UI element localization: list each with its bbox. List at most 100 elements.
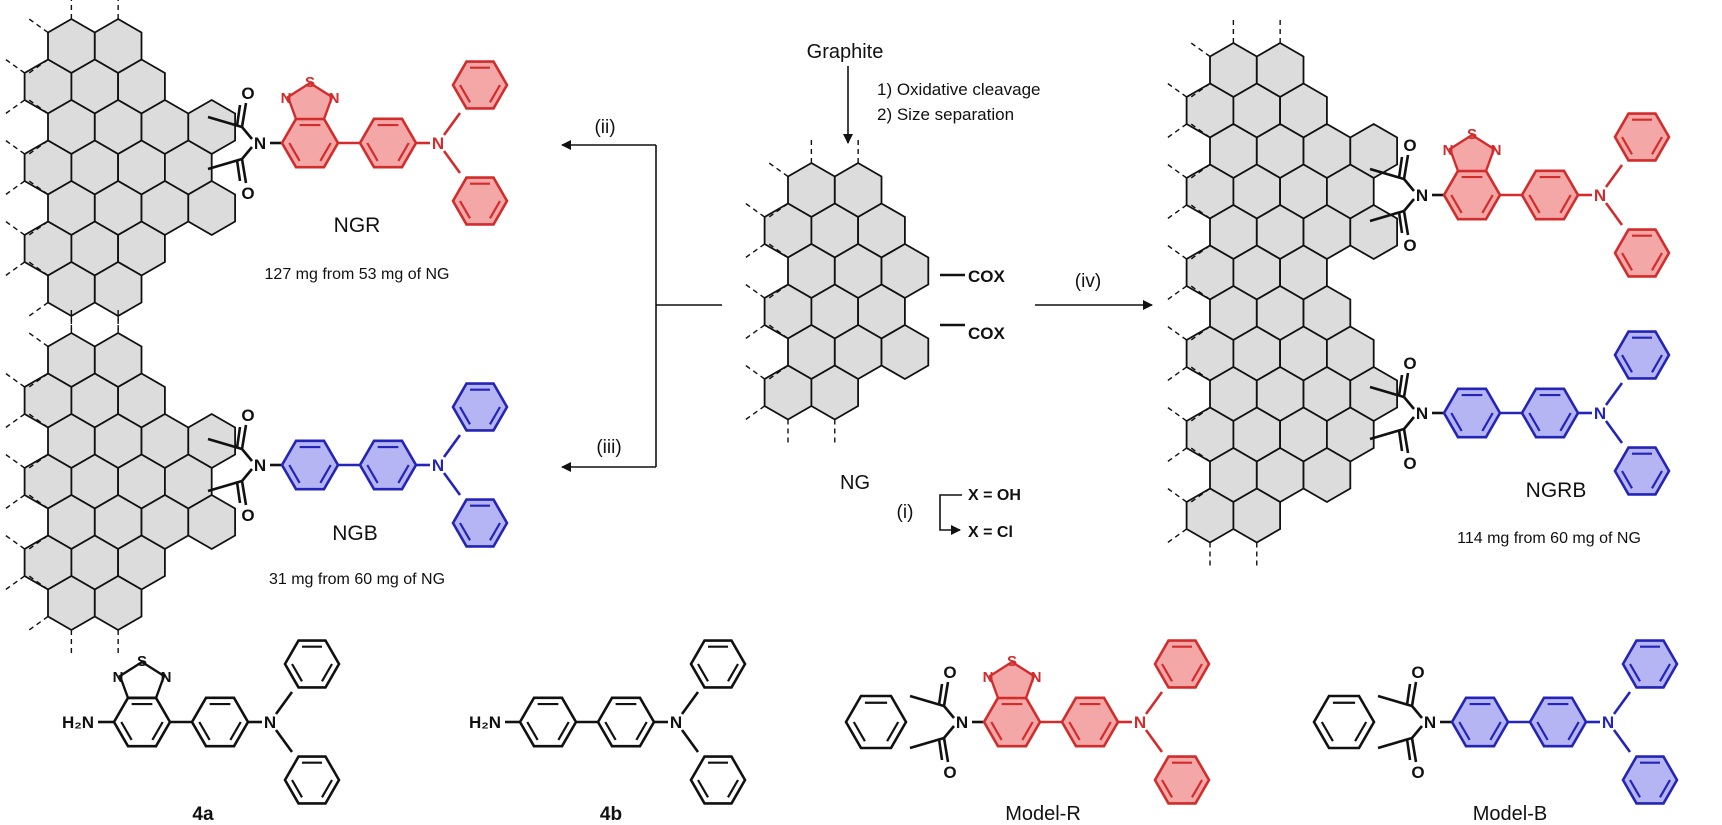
bond bbox=[235, 481, 242, 504]
condition-i: (i) bbox=[897, 502, 914, 523]
dangling-bond bbox=[5, 58, 26, 74]
double-bond bbox=[1320, 721, 1334, 742]
phenyl-ring bbox=[283, 755, 341, 805]
thiadiazole-ring bbox=[988, 660, 1036, 700]
bond bbox=[937, 683, 944, 706]
double-bond bbox=[1629, 663, 1641, 682]
sulfur-atom: S bbox=[1467, 126, 1477, 143]
bond bbox=[1403, 198, 1415, 212]
bond bbox=[442, 112, 462, 136]
double-bond bbox=[489, 200, 501, 219]
double-bond bbox=[526, 721, 539, 741]
dangling-bond bbox=[28, 18, 49, 34]
dangling-bond bbox=[1190, 204, 1211, 220]
double-bond bbox=[1354, 721, 1368, 742]
bond bbox=[235, 159, 242, 182]
dangling-bond bbox=[745, 202, 766, 218]
dangling-bond bbox=[28, 139, 49, 155]
bond bbox=[235, 104, 242, 127]
oxygen-atom: O bbox=[1411, 663, 1424, 682]
bond bbox=[1144, 729, 1164, 753]
double-bond bbox=[727, 779, 739, 798]
double-bond bbox=[990, 721, 1003, 741]
bond bbox=[1402, 154, 1410, 180]
double-bond bbox=[1528, 194, 1541, 214]
dangling-bond bbox=[768, 283, 789, 299]
nitrogen-atom: N bbox=[254, 134, 266, 153]
double-bond bbox=[319, 142, 332, 162]
double-bond bbox=[697, 779, 709, 798]
dangling-bond bbox=[5, 494, 26, 510]
double-bond bbox=[1161, 663, 1173, 682]
double-bond bbox=[1629, 779, 1641, 798]
condition-ii: (ii) bbox=[594, 117, 615, 138]
ngr-yield: 127 mg from 53 mg of NG bbox=[265, 266, 450, 283]
phenyl-ring bbox=[689, 639, 747, 689]
double-bond bbox=[1651, 354, 1663, 373]
bond bbox=[1402, 210, 1410, 236]
bond bbox=[1604, 164, 1624, 188]
bond bbox=[1604, 382, 1624, 406]
double-bond bbox=[459, 84, 471, 103]
dangling-bond bbox=[28, 615, 49, 631]
double-bond bbox=[1567, 721, 1580, 741]
nitrogen-atom: N bbox=[1134, 713, 1146, 732]
bond bbox=[1403, 396, 1415, 410]
dangling-bond bbox=[1167, 285, 1188, 301]
cox-bottom: COX bbox=[968, 324, 1006, 343]
bond bbox=[943, 725, 955, 739]
ngrb-label: NGRB bbox=[1526, 479, 1587, 502]
oxygen-atom: O bbox=[943, 663, 956, 682]
oxygen-atom: O bbox=[241, 506, 254, 525]
oxygen-atom: O bbox=[1403, 136, 1416, 155]
double-bond bbox=[120, 721, 133, 741]
double-bond bbox=[151, 721, 164, 741]
double-bond bbox=[1621, 136, 1633, 155]
graphene-ngr bbox=[5, 0, 237, 343]
nitrogen-atom: N bbox=[1594, 404, 1606, 423]
double-bond bbox=[1621, 354, 1633, 373]
double-bond bbox=[397, 464, 410, 484]
dangling-bond bbox=[745, 364, 766, 380]
double-bond bbox=[1458, 721, 1471, 741]
double-bond bbox=[489, 406, 501, 425]
oxygen-atom: O bbox=[241, 184, 254, 203]
thiadiazole-ring bbox=[118, 660, 166, 700]
double-bond bbox=[1559, 194, 1572, 214]
double-bond bbox=[1489, 721, 1502, 741]
bond bbox=[1410, 737, 1418, 763]
dangling-bond bbox=[1190, 82, 1211, 98]
dangling-bond bbox=[1190, 285, 1211, 301]
bond bbox=[680, 691, 700, 715]
sulfur-atom: S bbox=[137, 653, 147, 670]
ng-cox-bonds bbox=[940, 273, 965, 327]
double-bond bbox=[727, 663, 739, 682]
dangling-bond bbox=[28, 413, 49, 429]
sulfur-atom: S bbox=[305, 74, 315, 91]
dangling-bond bbox=[1190, 42, 1211, 58]
dangling-bond bbox=[1167, 487, 1188, 503]
nitrogen-atom: N bbox=[432, 134, 444, 153]
dangling-bond bbox=[5, 413, 26, 429]
compound-model-r-label: Model-R bbox=[1005, 803, 1081, 825]
graphene-ring bbox=[880, 323, 930, 381]
phenylene-ring bbox=[596, 696, 656, 748]
double-bond bbox=[459, 200, 471, 219]
bond bbox=[680, 729, 700, 753]
nitrogen-atom: N bbox=[281, 90, 292, 107]
compound-4b-label: 4b bbox=[600, 804, 622, 825]
dangling-bond bbox=[28, 58, 49, 74]
dangling-bond bbox=[1167, 406, 1188, 422]
double-bond bbox=[1481, 194, 1494, 214]
graphene-ring bbox=[1349, 203, 1398, 261]
bond bbox=[1397, 156, 1404, 179]
bond bbox=[1411, 705, 1423, 719]
dangling-bond bbox=[28, 220, 49, 236]
phenyl-ring bbox=[689, 755, 747, 805]
dangling-bond bbox=[5, 220, 26, 236]
amine-group: H₂N bbox=[469, 713, 501, 732]
oxygen-atom: O bbox=[1411, 763, 1424, 782]
